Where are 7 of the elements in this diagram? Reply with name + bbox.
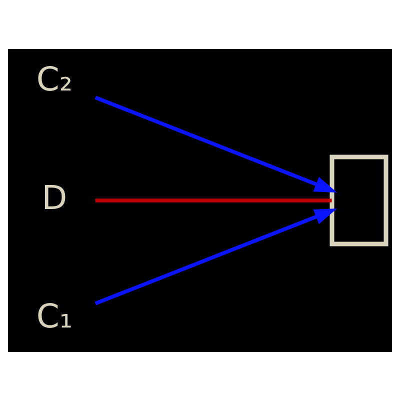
arrow	[94, 208, 338, 305]
node-box	[330, 154, 388, 246]
arrow	[94, 95, 338, 192]
connector	[95, 198, 332, 202]
node-text: D	[42, 177, 68, 216]
node-text: C₂	[36, 58, 73, 98]
node-text: C₁	[36, 296, 73, 335]
